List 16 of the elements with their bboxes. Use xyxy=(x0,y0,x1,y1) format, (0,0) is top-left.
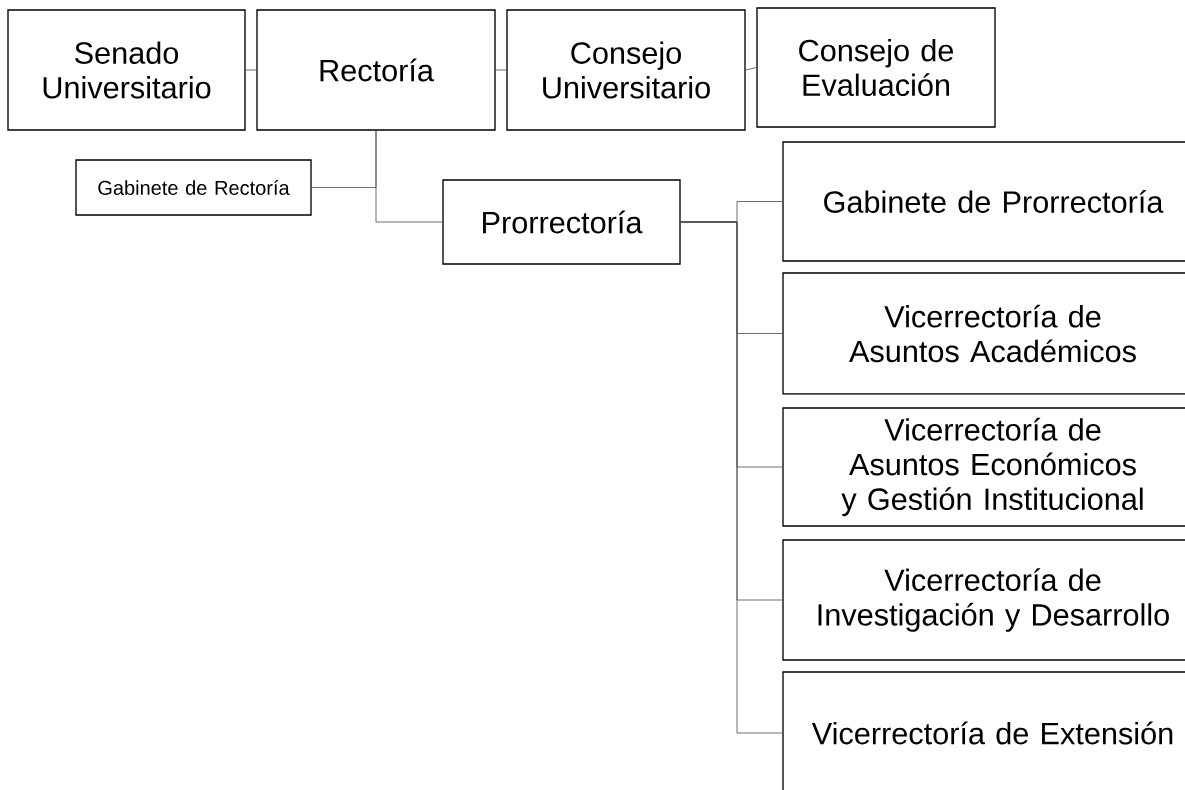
connector-line xyxy=(495,69,507,71)
connector-line xyxy=(745,67,757,71)
org-box: Rectoría xyxy=(256,9,496,131)
org-box: Consejo Universitario xyxy=(506,9,746,131)
connector-line xyxy=(680,221,783,734)
org-box: Consejo de Evaluación xyxy=(756,7,996,128)
org-box: Senado Universitario xyxy=(7,9,246,131)
org-box: Prorrectoría xyxy=(442,179,681,265)
connector-line xyxy=(245,69,257,71)
org-box: Gabinete de Prorrectoría xyxy=(782,141,1185,262)
org-box: Vicerrectoría de Extensión xyxy=(782,671,1185,790)
org-box: Vicerrectoría de Asuntos Económicos y Gestión Institucional xyxy=(782,407,1185,527)
org-box: Gabinete de Rectoría xyxy=(75,159,312,216)
org-box: Vicerrectoría de Asuntos Académicos xyxy=(782,272,1185,395)
connector-line xyxy=(375,130,443,223)
org-box: Vicerrectoría de Investigación y Desarrollo xyxy=(782,539,1185,661)
